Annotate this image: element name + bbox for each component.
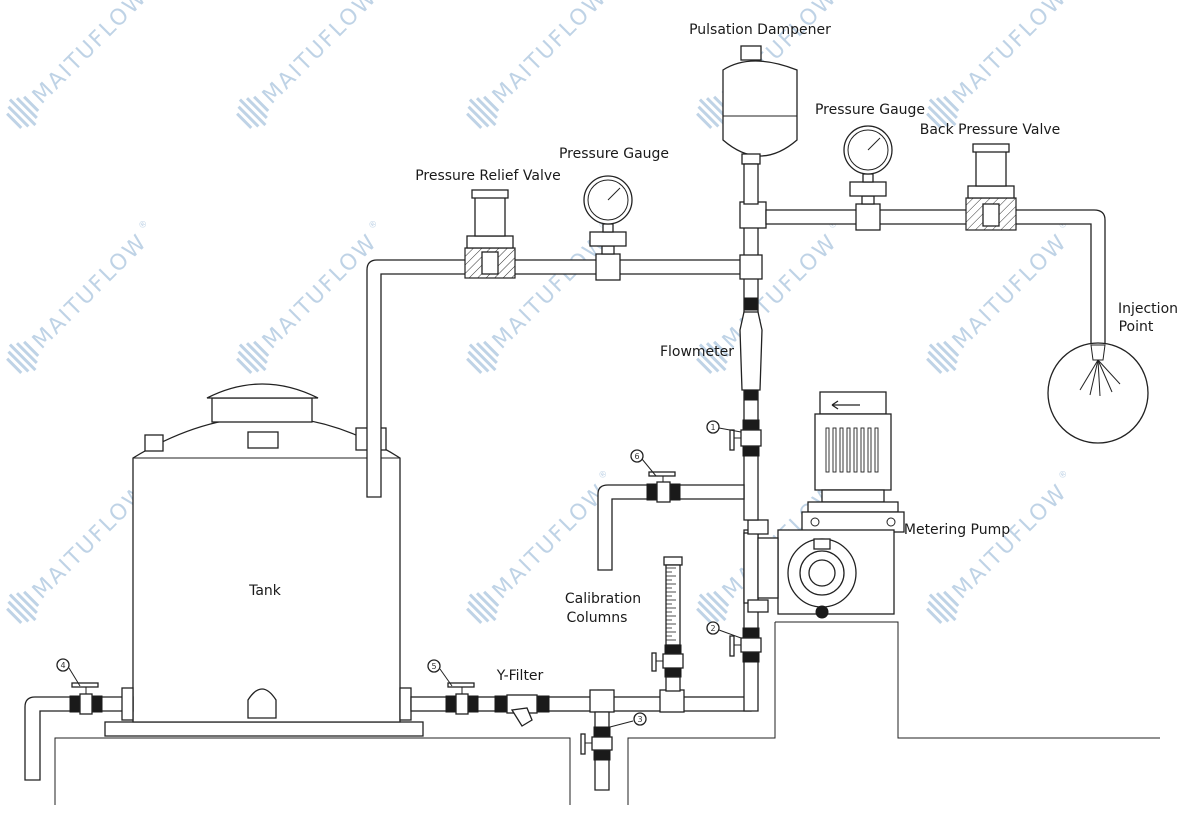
svg-text:3: 3 — [637, 715, 642, 724]
watermark-registered-mark: ® — [367, 218, 380, 231]
watermark-tile: MAITUFLOW® — [6, 218, 153, 374]
flowmeter-label: Flowmeter — [660, 344, 734, 360]
watermark-brand-text: MAITUFLOW — [488, 480, 613, 605]
y-filter: Y-Filter — [494, 668, 550, 727]
return-pipe — [366, 259, 751, 498]
watermark-tile: MAITUFLOW® — [466, 0, 613, 129]
valve-5: 5 — [427, 659, 479, 715]
pressure-relief-valve-label: Pressure Relief Valve — [415, 168, 561, 184]
svg-text:1: 1 — [710, 423, 715, 432]
watermark-brand-text: MAITUFLOW — [948, 230, 1073, 355]
pulsation-dampener-label: Pulsation Dampener — [689, 22, 831, 38]
injection-point: Injection Point — [1047, 301, 1178, 444]
valve-4-number-badge — [56, 658, 70, 672]
back-pressure-valve: Back Pressure Valve — [920, 122, 1061, 231]
calibration-columns-label-2: Columns — [567, 610, 628, 626]
watermark-registered-mark: ® — [137, 218, 150, 231]
svg-text:6: 6 — [634, 452, 639, 461]
back-pressure-valve-label: Back Pressure Valve — [920, 122, 1061, 138]
valve-1: 1 — [706, 419, 762, 457]
pulsation-dampener: Pulsation Dampener — [689, 22, 831, 205]
injection-point-label-2: Point — [1119, 319, 1154, 335]
watermark-brand-text: MAITUFLOW — [948, 480, 1073, 605]
metering-pump: Metering Pump — [743, 391, 1010, 619]
valve-2: 2 — [706, 621, 762, 663]
watermark-tile: MAITUFLOW® — [926, 0, 1073, 129]
watermark-brand-text: MAITUFLOW — [28, 230, 153, 355]
watermark-brand-text: MAITUFLOW — [258, 0, 383, 109]
pressure-gauge-right-label: Pressure Gauge — [815, 102, 925, 118]
pressure-gauge-right: Pressure Gauge — [815, 102, 925, 231]
flowmeter: Flowmeter — [660, 297, 763, 401]
watermark-tile: MAITUFLOW® — [236, 0, 383, 129]
svg-text:4: 4 — [60, 661, 65, 670]
calibration-column: Calibration Columns — [565, 556, 684, 692]
injection-point-label-1: Injection — [1118, 301, 1178, 317]
watermark-registered-mark: ® — [597, 468, 610, 481]
svg-text:5: 5 — [431, 662, 436, 671]
watermark-tile: MAITUFLOW® — [926, 218, 1073, 374]
y-filter-label: Y-Filter — [496, 668, 544, 684]
pressure-gauge-left: Pressure Gauge — [559, 146, 669, 281]
suction-line — [399, 529, 759, 791]
valve-4: 4 — [56, 658, 103, 715]
watermark-brand-text: MAITUFLOW — [718, 230, 843, 355]
valve-6: 6 — [630, 449, 681, 503]
watermark-brand-text: MAITUFLOW — [258, 230, 383, 355]
bypass-branch — [597, 484, 745, 571]
tank: Tank — [132, 383, 401, 723]
tank-label: Tank — [248, 583, 282, 599]
metering-pump-label: Metering Pump — [904, 522, 1010, 538]
watermark-brand-text: MAITUFLOW — [948, 0, 1073, 109]
watermark-registered-mark: ® — [1057, 468, 1070, 481]
watermark-brand-text: MAITUFLOW — [488, 0, 613, 109]
watermark-tile: MAITUFLOW® — [926, 468, 1073, 624]
svg-text:2: 2 — [710, 624, 715, 633]
right-main-line — [765, 209, 1106, 346]
valve-3: 3 — [580, 712, 647, 761]
calibration-columns-label-1: Calibration — [565, 591, 641, 607]
pressure-relief-valve: Pressure Relief Valve — [415, 168, 561, 279]
watermark-tile: MAITUFLOW® — [6, 0, 153, 129]
pressure-gauge-left-label: Pressure Gauge — [559, 146, 669, 162]
watermark-brand-text: MAITUFLOW — [28, 0, 153, 109]
